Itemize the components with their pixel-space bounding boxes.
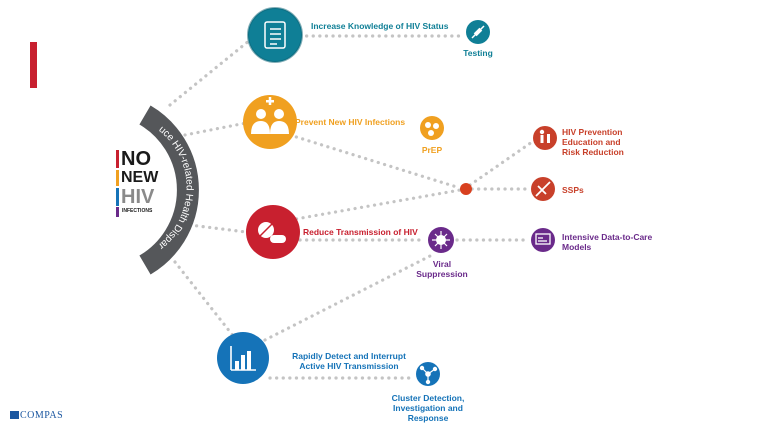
strategy-testing-circle	[466, 20, 490, 44]
goal-reduce-circle	[246, 205, 300, 259]
strategy-viral-circle	[428, 227, 454, 253]
monitor-icon	[535, 233, 551, 245]
strategy-label-data-care: Intensive Data-to-Care Models	[562, 232, 652, 252]
strategy-label-viral: Viral Suppression	[413, 259, 471, 279]
disparities-arc	[139, 105, 199, 275]
logo-no: NO	[121, 148, 151, 170]
logo-strip-blue	[116, 188, 119, 206]
strategy-label-data-care-line1: Intensive Data-to-Care	[562, 232, 653, 242]
strategy-prep-circle	[420, 116, 444, 140]
strategy-data-care-circle	[531, 228, 555, 252]
strategy-label-prep: PrEP	[421, 145, 443, 155]
logo-strip-orange	[116, 170, 119, 186]
logo-infections: INFECTIONS	[122, 208, 153, 214]
strategy-cluster-circle	[416, 362, 440, 386]
compas-mark-icon	[10, 411, 19, 419]
logo-strip-red	[116, 150, 119, 168]
people-medical-cross-icon	[251, 97, 289, 134]
hub-node	[460, 183, 472, 195]
strategy-label-cluster-line3: Response	[407, 413, 449, 423]
goal-label-prevent: Prevent New HIV Infections	[295, 117, 406, 127]
goal-label-detect-line1: Rapidly Detect and Interrupt	[292, 351, 406, 361]
syringe-icon	[535, 181, 551, 197]
strategy-label-ssps: SSPs	[562, 185, 584, 195]
goal-label-reduce: Reduce Transmission of HIV	[303, 227, 418, 237]
strategy-prevention-circle	[533, 126, 557, 150]
goal-prevent-circle	[243, 95, 297, 149]
goal-label-detect-line2: Active HIV Transmission	[299, 361, 399, 371]
strategy-label-prevention-line2: Education and	[562, 137, 621, 147]
compas-logo-text: COMPAS	[20, 410, 64, 421]
arc-label: Reduce HIV-related Health Disparities	[0, 0, 195, 252]
clipboard-checklist-icon	[264, 21, 286, 49]
virus-icon	[432, 231, 450, 249]
logo-strip-purple	[116, 207, 119, 217]
goal-testing-circle	[247, 7, 303, 63]
test-swab-icon	[471, 25, 485, 39]
goal-label-knowledge: Increase Knowledge of HIV Status	[311, 21, 449, 31]
bar-chart-icon	[230, 346, 256, 371]
strategy-label-data-care-line2: Models	[562, 242, 592, 252]
red-accent-bar	[30, 42, 37, 88]
goal-label-detect: Rapidly Detect and Interrupt Active HIV …	[284, 351, 414, 371]
pills-icon	[425, 122, 439, 136]
dotted-connectors	[168, 34, 534, 380]
strategy-label-prevention: HIV Prevention Education and Risk Reduct…	[562, 127, 624, 157]
strategy-label-testing: Testing	[463, 48, 493, 58]
strategy-label-prevention-line3: Risk Reduction	[562, 147, 624, 157]
strategy-label-cluster-line2: Investigation and	[393, 403, 463, 413]
strategy-label-cluster-line1: Cluster Detection,	[391, 393, 465, 403]
goal-detect-circle	[217, 332, 269, 384]
person-bottle-icon	[539, 129, 550, 143]
logo-new: NEW	[121, 169, 159, 186]
strategy-label-viral-line1: Viral	[432, 259, 452, 269]
strategy-label-cluster: Cluster Detection, Investigation and Res…	[383, 393, 473, 423]
network-nodes-icon	[419, 365, 438, 385]
strategy-ssps-circle	[531, 177, 555, 201]
strategy-label-viral-line2: Suppression	[416, 269, 468, 279]
compas-logo: COMPAS	[10, 410, 63, 421]
pills-capsule-icon	[258, 222, 286, 243]
logo-hiv: HIV	[121, 186, 155, 208]
strategy-label-prevention-line1: HIV Prevention	[562, 127, 623, 137]
